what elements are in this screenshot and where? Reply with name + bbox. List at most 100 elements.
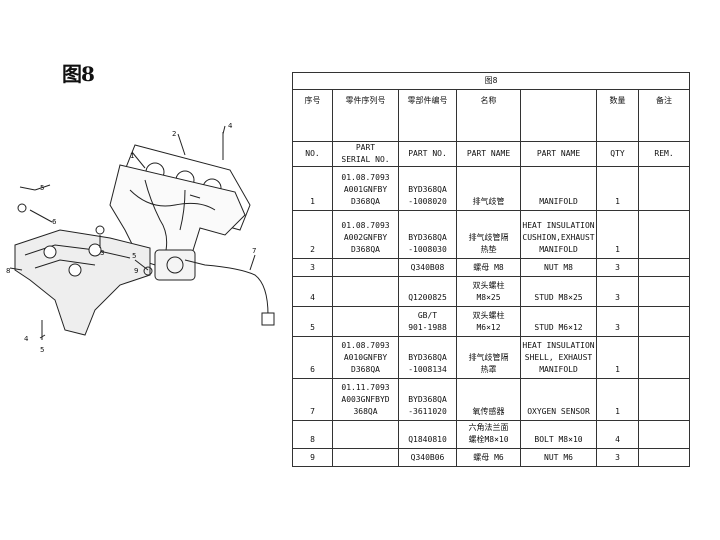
cell-no: 2 bbox=[292, 210, 333, 259]
cell-qty: 1 bbox=[596, 378, 639, 421]
cell-name-cn: 螺母 M6 bbox=[456, 448, 521, 467]
callout-label: 8 bbox=[6, 267, 10, 275]
heat-shield-part bbox=[14, 229, 151, 336]
cell-serial bbox=[332, 276, 399, 307]
cell-name-en: HEAT INSULATION SHELL, EXHAUST MANIFOLD bbox=[520, 336, 597, 379]
cell-rem bbox=[637, 210, 691, 259]
cell-qty: 1 bbox=[596, 166, 639, 211]
cell-qty: 3 bbox=[596, 306, 639, 337]
header-en-cell: REM. bbox=[637, 141, 691, 167]
callout-label: 1 bbox=[130, 152, 134, 160]
cell-rem bbox=[637, 378, 691, 421]
cell-serial: 01.08.7093 A001GNFBY D368QA bbox=[332, 166, 399, 211]
cell-no: 9 bbox=[292, 448, 333, 467]
cell-serial bbox=[332, 448, 399, 467]
cell-serial: 01.08.7093 A002GNFBY D368QA bbox=[332, 210, 399, 259]
cell-qty: 3 bbox=[596, 448, 639, 467]
cell-serial bbox=[332, 306, 399, 337]
callout-label: 4 bbox=[228, 122, 233, 130]
cell-no: 8 bbox=[292, 420, 333, 449]
callout-label: 9 bbox=[134, 267, 138, 275]
callout-label: 5 bbox=[132, 252, 136, 260]
cell-rem bbox=[637, 276, 691, 307]
header-en-cell: PART SERIAL NO. bbox=[332, 141, 399, 167]
figure-heading: 图8 bbox=[62, 62, 95, 86]
cell-no: 6 bbox=[292, 336, 333, 379]
cell-serial bbox=[332, 420, 399, 449]
cell-name-cn: 排气歧管隔 热垫 bbox=[456, 210, 521, 259]
callout-label: 4 bbox=[24, 335, 29, 343]
cell-part-no: BYD368QA -1008020 bbox=[398, 166, 457, 211]
header-en-cell: PART NAME bbox=[456, 141, 521, 167]
cell-part-no: Q1200825 bbox=[398, 276, 457, 307]
cell-qty: 1 bbox=[596, 210, 639, 259]
callout-label: 6 bbox=[52, 218, 57, 226]
callout-label: 5 bbox=[40, 346, 44, 354]
header-cn-cell: 序号 bbox=[292, 89, 333, 142]
cell-no: 7 bbox=[292, 378, 333, 421]
cell-name-en: HEAT INSULATION CUSHION,EXHAUST MANIFOLD bbox=[520, 210, 597, 259]
cell-qty: 1 bbox=[596, 336, 639, 379]
oxygen-sensor-part bbox=[184, 259, 269, 316]
cell-name-cn: 排气歧管 bbox=[456, 166, 521, 211]
cell-name-en: STUD M6×12 bbox=[520, 306, 597, 337]
cell-name-cn: 螺母 M8 bbox=[456, 258, 521, 277]
header-cn-cell: 零件序列号 bbox=[332, 89, 399, 142]
cell-part-no: BYD368QA -1008134 bbox=[398, 336, 457, 379]
cell-rem bbox=[637, 306, 691, 337]
cell-serial: 01.11.7093 A003GNFBYD 368QA bbox=[332, 378, 399, 421]
callout-label: 5 bbox=[40, 184, 44, 192]
cell-rem bbox=[637, 420, 691, 449]
cell-serial bbox=[332, 258, 399, 277]
cell-name-en: OXYGEN SENSOR bbox=[520, 378, 597, 421]
cell-part-no: GB/T 901-1988 bbox=[398, 306, 457, 337]
cell-part-no: Q340B06 bbox=[398, 448, 457, 467]
cell-name-cn: 双头螺柱 M6×12 bbox=[456, 306, 521, 337]
callout-label: 7 bbox=[252, 247, 256, 255]
cell-name-en: MANIFOLD bbox=[520, 166, 597, 211]
header-cn-cell: 名称 bbox=[456, 89, 521, 142]
cell-name-cn: 六角法兰面 螺栓M8×10 bbox=[456, 420, 521, 449]
cell-name-en: STUD M8×25 bbox=[520, 276, 597, 307]
cell-qty: 4 bbox=[596, 420, 639, 449]
cell-part-no: Q1840810 bbox=[398, 420, 457, 449]
cell-name-cn: 排气歧管隔 热罩 bbox=[456, 336, 521, 379]
cell-qty: 3 bbox=[596, 276, 639, 307]
cell-no: 1 bbox=[292, 166, 333, 211]
exhaust-manifold-diagram: 1 2 4 5 6 3 5 9 8 7 4 5 bbox=[6, 122, 275, 354]
cell-name-en: NUT M6 bbox=[520, 448, 597, 467]
header-en-cell: QTY bbox=[596, 141, 639, 167]
cell-name-cn: 双头螺柱 M8×25 bbox=[456, 276, 521, 307]
header-en-cell: PART NO. bbox=[398, 141, 457, 167]
cell-no: 5 bbox=[292, 306, 333, 337]
callout-label: 2 bbox=[172, 130, 176, 138]
header-cn-cell: 零部件编号 bbox=[398, 89, 457, 142]
header-cn-cell: 备注 bbox=[637, 89, 691, 142]
callout-label: 3 bbox=[100, 249, 104, 257]
cell-name-en: NUT M8 bbox=[520, 258, 597, 277]
cell-name-cn: 氧传感器 bbox=[456, 378, 521, 421]
header-cn-cell: 数量 bbox=[596, 89, 639, 142]
cell-no: 4 bbox=[292, 276, 333, 307]
cell-no: 3 bbox=[292, 258, 333, 277]
header-en-cell: NO. bbox=[292, 141, 333, 167]
cell-part-no: BYD368QA -1008030 bbox=[398, 210, 457, 259]
cell-qty: 3 bbox=[596, 258, 639, 277]
cell-serial: 01.08.7093 A010GNFBY D368QA bbox=[332, 336, 399, 379]
cell-rem bbox=[637, 166, 691, 211]
header-cn-cell bbox=[520, 89, 597, 142]
cell-rem bbox=[637, 258, 691, 277]
table-title: 图8 bbox=[291, 72, 691, 90]
header-en-cell: PART NAME bbox=[520, 141, 597, 167]
cell-part-no: Q340B08 bbox=[398, 258, 457, 277]
